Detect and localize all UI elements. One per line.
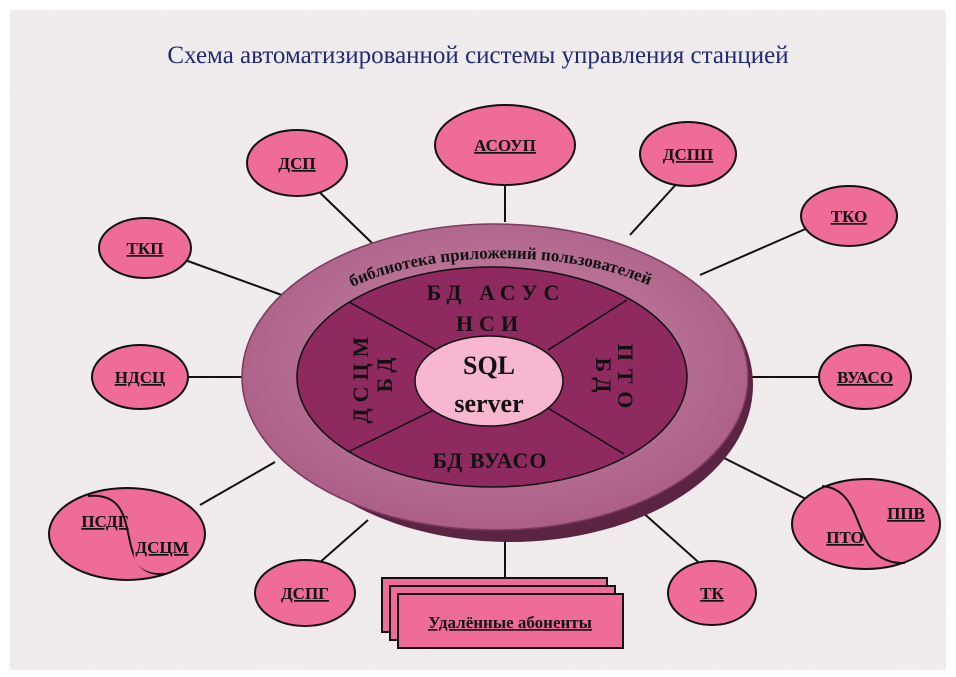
node-ndsc[interactable]: НДСЦ — [91, 344, 189, 410]
node-tk[interactable]: ТК — [667, 560, 757, 626]
sector-divider-br — [547, 407, 625, 455]
sector-divider-tr — [547, 299, 628, 351]
sector-top-line2: НСИ — [456, 311, 524, 336]
sector-bottom-label: БД ВУАСО — [433, 448, 548, 473]
sector-left-line2: БД — [372, 352, 397, 393]
node-psdg-dscm[interactable]: ПСДГ ДСЦМ — [48, 487, 206, 581]
node-vuaso[interactable]: ВУАСО — [818, 344, 912, 410]
connector-tk — [639, 509, 706, 569]
connector-psdg — [199, 461, 276, 506]
node-dspp-label: ДСПП — [663, 145, 713, 164]
sector-divider-bl — [347, 407, 439, 453]
node-tkp[interactable]: ТКП — [98, 217, 192, 279]
node-pto-label: ПТО — [826, 528, 864, 547]
node-psdg-dscm-divider — [87, 494, 166, 576]
central-disc: SQL server библиотека приложений пользов… — [241, 223, 753, 542]
node-dspg[interactable]: ДСПГ — [254, 559, 356, 627]
sector-top-line1: БД АСУС — [427, 280, 566, 305]
node-asoup-label: АСОУП — [474, 136, 536, 155]
connector-tko — [699, 226, 811, 276]
sector-divider-tl — [348, 301, 441, 353]
connector-dspp — [629, 179, 681, 236]
node-tko-label: ТКО — [831, 207, 867, 226]
node-ppv-label: ППВ — [887, 504, 925, 523]
sector-right-line1: ПТО — [613, 344, 638, 417]
node-dspp[interactable]: ДСПП — [639, 121, 737, 187]
node-dsp-label: ДСП — [278, 154, 315, 173]
node-tk-label: ТК — [700, 584, 724, 603]
satellite-nodes: АСОУП ДСП ДСПП ТКП ТКО НДСЦ — [48, 104, 941, 627]
remote-card-front — [397, 593, 624, 649]
node-tko[interactable]: ТКО — [800, 185, 898, 247]
connector-pto-ppv — [721, 456, 809, 501]
sql-label: SQL — [463, 351, 515, 380]
sql-server-core — [414, 335, 564, 427]
server-label: server — [454, 389, 523, 418]
node-dspg-label: ДСПГ — [281, 584, 329, 603]
remote-subscribers-label: Удалённые абоненты — [428, 613, 592, 632]
node-dscm-label: ДСЦМ — [135, 538, 188, 557]
node-ndsc-label: НДСЦ — [115, 368, 165, 387]
node-vuaso-label: ВУАСО — [837, 368, 893, 387]
node-pto-ppv[interactable]: ППВ ПТО — [791, 478, 941, 570]
node-psdg-dscm-lower — [131, 496, 197, 574]
diagram-title: Схема автоматизированной системы управле… — [167, 42, 789, 69]
node-tkp-label: ТКП — [127, 239, 164, 258]
node-psdg-label: ПСДГ — [81, 512, 128, 531]
sector-left-line1: ДСЦМ — [348, 331, 373, 424]
node-pto-ppv-divider — [821, 485, 906, 565]
node-dsp[interactable]: ДСП — [246, 129, 348, 197]
node-asoup[interactable]: АСОУП — [434, 104, 576, 186]
sector-right-line2: БД — [591, 358, 616, 399]
remote-subscribers[interactable]: Удалённые абоненты — [381, 577, 624, 649]
connector-tkp — [184, 259, 291, 299]
